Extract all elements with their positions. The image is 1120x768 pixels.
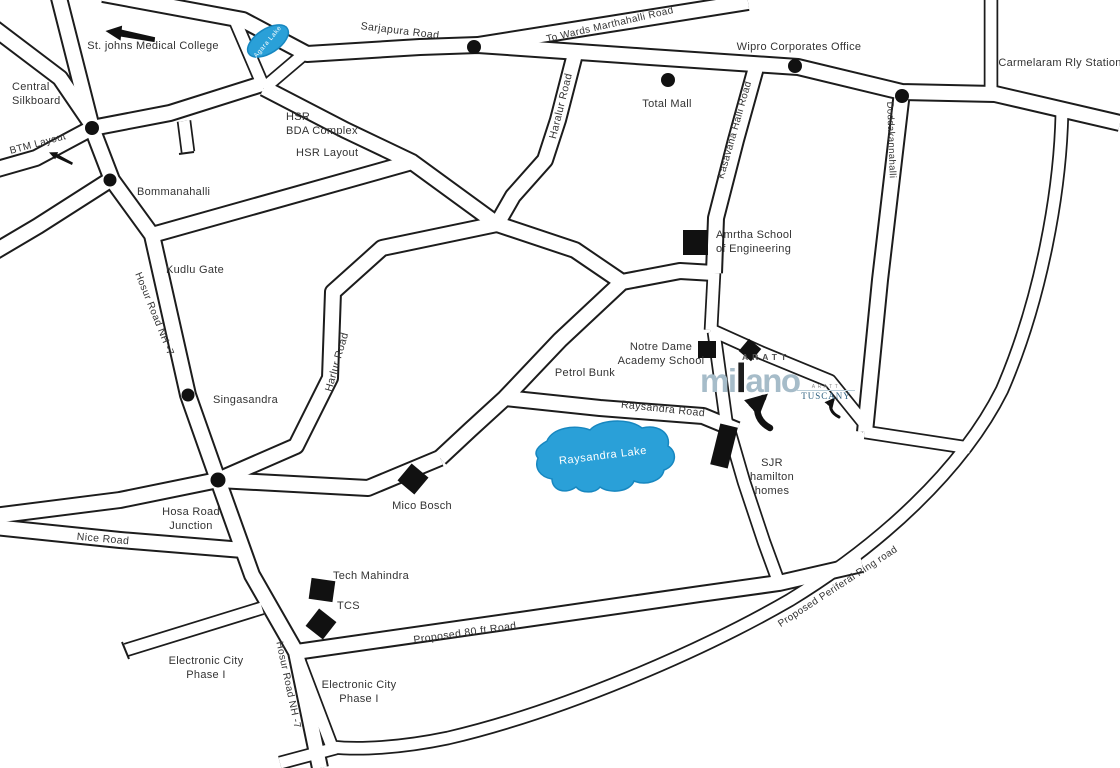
place-label-total-mall: Total Mall [642,97,691,111]
junction-dots [85,40,909,488]
place-label-line: Mico Bosch [392,500,452,512]
tech-mahindra-marker [308,577,336,603]
mico-bosch-marker [397,463,429,495]
junction-dot-wipro [788,59,802,73]
place-label-line: Kudlu Gate [166,264,225,276]
junction-dot-sarjapura [467,40,481,54]
amrtha-school-marker [683,230,708,255]
place-label-line: Tech Mahindra [332,570,410,582]
place-label-wipro-corporates-office: Wipro Corporates Office [737,40,862,54]
place-label-line: Wipro Corporates Office [736,41,862,53]
tuscany-pointer-arrow-icon [824,397,841,419]
place-label-carmelaram-rly-station: Carmelaram Rly Station [998,56,1120,70]
place-label-line: Petrol Bunk [554,367,616,379]
tuscany-brand-text: ARATT [811,384,841,390]
place-label-bommanahalli: Bommanahalli [137,185,210,199]
place-label-line: Silkboard [12,95,61,107]
place-label-line: Singasandra [213,394,279,406]
road-stub-cap [178,151,195,155]
place-label-line: Academy School [617,355,705,367]
milano-brand-text: ARATT [742,352,791,362]
place-label-sjr-hamilton-homes: SJR hamilton homes [750,456,794,498]
place-label-line: Total Mall [642,98,692,110]
milano-wordmark-part: ano [745,362,801,399]
place-label-st-johns-medical-college: St. johns Medical College [87,39,219,53]
road-stub-cap [121,641,130,660]
junction-dot-singasandra [181,388,195,402]
tcs-marker [305,608,337,640]
place-label-line: HSR [286,111,311,123]
place-label-line: BDA Complex [286,125,358,137]
place-label-line: HSR Layout [296,147,359,159]
place-label-line: Carmelaram Rly Station [998,57,1120,69]
place-label-line: Amrtha School [716,229,793,241]
junction-dot-bommanahalli [103,173,117,187]
tuscany-wordmark: TUSCANY [797,390,855,401]
place-label-hsr-bda-complex: HSR BDA Complex [286,110,358,138]
place-label-line: TCS [337,600,360,612]
place-label-line: Junction [169,520,213,532]
place-label-line: hamilton [750,471,794,483]
place-label-kudlu-gate: Kudlu Gate [166,263,224,277]
st-johns-direction-arrow-icon [105,25,156,43]
place-label-line: homes [754,485,790,497]
sjr-hamilton-marker [710,423,738,469]
milano-wordmark-part: mi [700,362,737,399]
place-label-tcs: TCS [337,599,360,613]
place-label-line: Bommanahalli [137,186,211,198]
place-label-line: Electronic City [321,679,397,691]
place-label-amrtha-school: Amrtha School of Engineering [716,228,792,256]
place-label-line: Notre Dame [629,341,693,353]
place-label-line: Phase I [186,669,226,681]
place-label-line: Phase I [339,693,379,705]
junction-dot-total-mall [661,73,675,87]
aratt-tuscany-logo: ARATT TUSCANY [797,384,855,401]
landmark-markers [305,230,762,640]
btm-layout-direction-arrow-icon [49,152,73,166]
junction-dot-silkboard [85,121,99,135]
agara-lake-shape [246,24,290,58]
place-label-hsr-layout: HSR Layout [296,146,358,160]
junction-dot-doddakannahalli [895,89,909,103]
place-label-mico-bosch: Mico Bosch [392,499,452,513]
place-label-singasandra: Singasandra [213,393,278,407]
notre-dame-marker [698,341,716,358]
place-label-line: Hosa Road [162,506,220,518]
milano-site-marker [738,338,762,362]
place-label-line: SJR [761,457,783,469]
place-label-line: Electronic City [168,655,244,667]
milano-wordmark-part: l [735,355,747,401]
milano-pointer-arrow-icon [744,393,774,432]
raysandra-lake-shape [535,420,676,493]
junction-dot-hosa-road [210,472,226,488]
place-label-line: of Engineering [716,243,792,255]
place-label-line: St. johns Medical College [87,40,219,52]
place-label-line: Central [12,81,50,93]
place-label-petrol-bunk: Petrol Bunk [555,366,615,380]
place-label-tech-mahindra: Tech Mahindra [333,569,409,583]
